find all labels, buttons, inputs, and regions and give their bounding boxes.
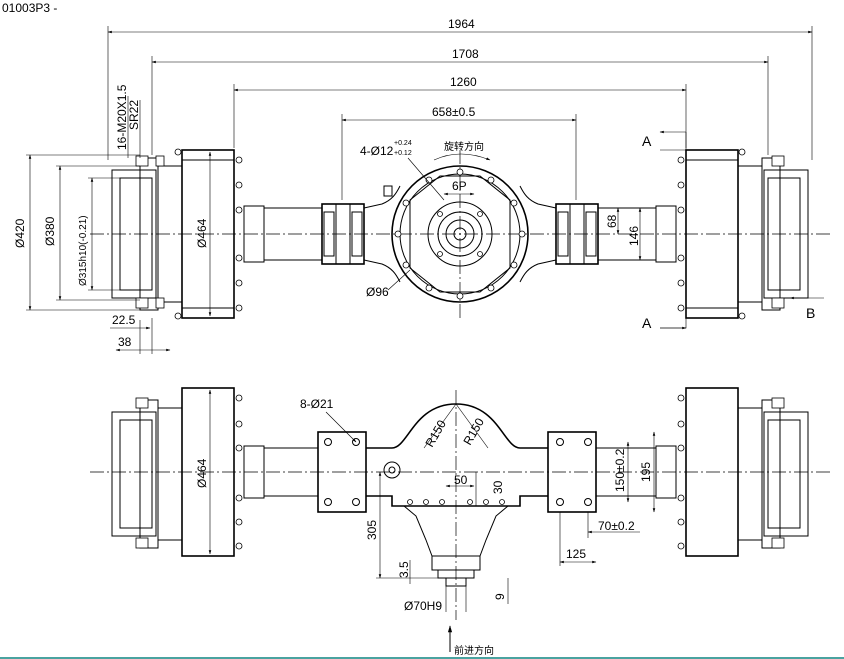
dim-70: 70±0.2 — [598, 519, 635, 533]
right-spring-seat — [547, 431, 597, 513]
left-spring-seat — [317, 431, 367, 513]
dim-6p: 6P — [452, 179, 467, 193]
dim-d420: Ø420 — [13, 218, 27, 248]
top-left-fragment: 01003P3 - — [2, 1, 57, 15]
dim-658: 658±0.5 — [432, 105, 476, 119]
tol-upper: +0.24 — [394, 140, 412, 147]
dim-150: 150±0.2 — [613, 448, 627, 492]
dim-8-holes: 8-Ø21 — [300, 397, 334, 411]
dim-1964: 1964 — [448, 17, 475, 31]
diff-housing-outer — [391, 165, 529, 303]
section-a-bottom: A — [642, 315, 652, 331]
dim-studs: 16-M20X1.5 — [115, 84, 129, 150]
dim-125: 125 — [566, 547, 586, 561]
dim-1708: 1708 — [452, 47, 479, 61]
dim-68: 68 — [605, 214, 619, 228]
dim-d380: Ø380 — [43, 216, 57, 246]
dim-22-5: 22.5 — [112, 313, 136, 327]
dim-50: 50 — [454, 473, 468, 487]
top-view: 1964 1708 1260 658±0.5 — [13, 17, 830, 354]
dim-d464: Ø464 — [195, 218, 209, 248]
rotation-direction: 旋转方向 — [444, 140, 484, 153]
section-a-top: A — [642, 133, 652, 149]
dim-305: 305 — [365, 520, 379, 540]
dim-3-5: 3.5 — [397, 561, 411, 578]
dim-38: 38 — [118, 335, 132, 349]
dim-d464-bottom: Ø464 — [195, 458, 209, 488]
dim-30: 30 — [491, 480, 505, 494]
dim-r150-right: R150 — [460, 415, 487, 447]
view-b: B — [806, 305, 815, 321]
dim-d315: Ø315h10(-0.21) — [78, 215, 89, 286]
diff-bolts — [394, 168, 526, 300]
dim-d70h9: Ø70H9 — [404, 599, 442, 613]
bottom-view: Ø464 R150 R150 — [90, 387, 830, 657]
dim-146: 146 — [627, 226, 641, 246]
dim-4-holes: 4-Ø12 — [360, 144, 394, 158]
dim-sr22: SR22 — [127, 100, 141, 130]
dim-9: 9 — [493, 593, 507, 600]
forward-direction: 前进方向 — [454, 644, 494, 657]
dim-1260: 1260 — [450, 75, 477, 89]
tol-lower: +0.12 — [394, 150, 412, 157]
dim-r150-left: R150 — [422, 417, 449, 449]
dim-d96: Ø96 — [366, 285, 389, 299]
dim-195: 195 — [639, 462, 653, 482]
